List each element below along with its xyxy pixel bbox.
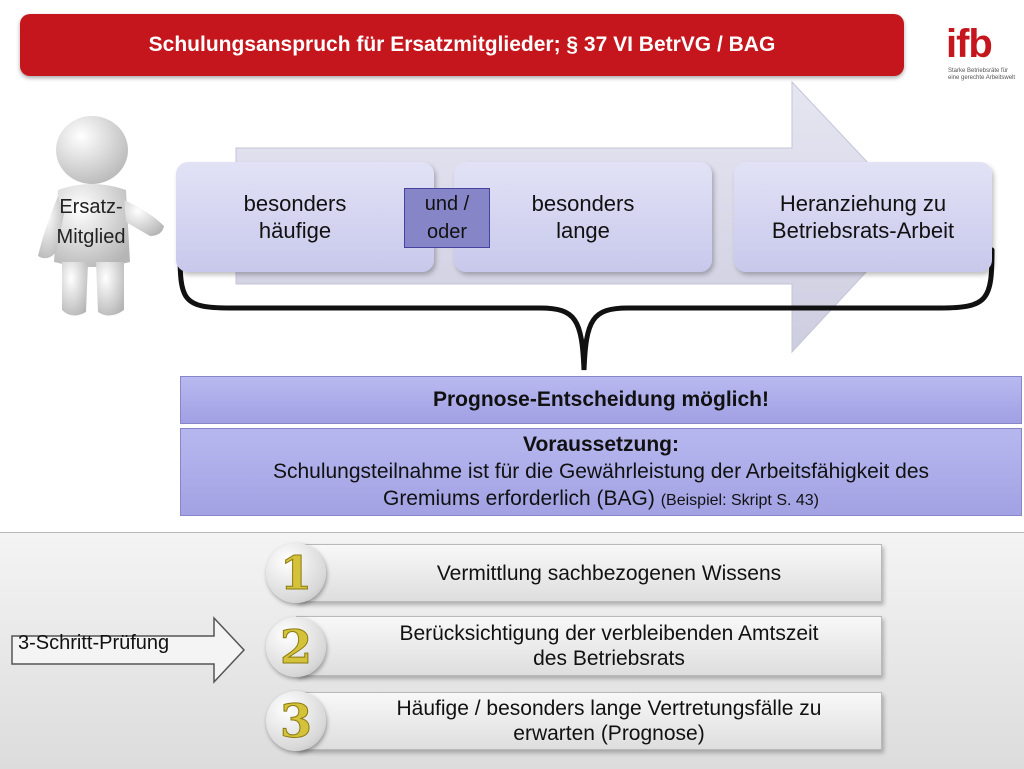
logo-wordmark: ifb (946, 22, 993, 66)
three-step-label: 3-Schritt-Prüfung (18, 632, 170, 654)
figure-label: Ersatz- Mitglied (36, 192, 146, 252)
check-line: Berücksichtigung der verbleibenden Amtsz… (399, 622, 819, 645)
check-line: des Betriebsrats (533, 647, 685, 670)
figure-label-line: Mitglied (56, 226, 126, 248)
step-line: besonders (531, 191, 635, 216)
check-line: Häufige / besonders lange Vertretungsfäl… (396, 697, 822, 720)
step-line: häufige (258, 218, 332, 243)
logo-tagline: Starke Betriebsräte für eine gerechte Ar… (948, 68, 1016, 81)
connector-line: oder (426, 221, 468, 243)
number-1-icon: 1 (266, 543, 326, 603)
ifb-logo: ifb Starke Betriebsräte für eine gerecht… (944, 22, 1016, 94)
voraussetzung-line-1: Schulungsteilnahme ist für die Gewährlei… (272, 460, 930, 483)
person-figure-icon (38, 116, 164, 316)
prognose-text: Prognose-Entscheidung möglich! (432, 388, 769, 411)
voraussetzung-heading: Voraussetzung: (523, 433, 679, 456)
step-line: Betriebsrats-Arbeit (771, 218, 955, 243)
voraussetzung-band: Voraussetzung: Schulungsteilnahme ist fü… (180, 428, 1022, 516)
page-title: Schulungsanspruch für Ersatzmitglieder; … (148, 33, 776, 56)
step-box-lange: besonders lange (454, 162, 712, 272)
prognose-band: Prognose-Entscheidung möglich! (180, 376, 1022, 424)
and-or-connector: und / oder (404, 188, 490, 248)
check-box-2: Berücksichtigung der verbleibenden Amtsz… (296, 616, 882, 676)
voraussetzung-line-2: Gremiums erforderlich (BAG) (Beispiel: S… (383, 487, 819, 510)
voraussetzung-note: (Beispiel: Skript S. 43) (660, 492, 819, 509)
step-line: besonders (243, 191, 347, 216)
step-line: lange (556, 218, 610, 243)
check-line: Vermittlung sachbezogenen Wissens (436, 561, 782, 585)
check-box-3: Häufige / besonders lange Vertretungsfäl… (296, 692, 882, 750)
check-line: erwarten (Prognose) (513, 722, 705, 745)
figure-label-line: Ersatz- (59, 196, 123, 218)
step-box-haeufige: besonders häufige (176, 162, 434, 272)
voraussetzung-line-2-text: Gremiums erforderlich (BAG) (382, 487, 655, 510)
check-callout-arrow (11, 616, 246, 684)
connector-line: und / (424, 193, 470, 215)
number-2-icon: 2 (266, 617, 326, 677)
title-bar: Schulungsanspruch für Ersatzmitglieder; … (20, 14, 904, 76)
check-box-1: Vermittlung sachbezogenen Wissens (296, 544, 882, 602)
step-box-heranziehung: Heranziehung zu Betriebsrats-Arbeit (734, 162, 992, 272)
curly-brace (177, 247, 995, 371)
step-line: Heranziehung zu (779, 191, 947, 216)
number-3-icon: 3 (266, 691, 326, 751)
